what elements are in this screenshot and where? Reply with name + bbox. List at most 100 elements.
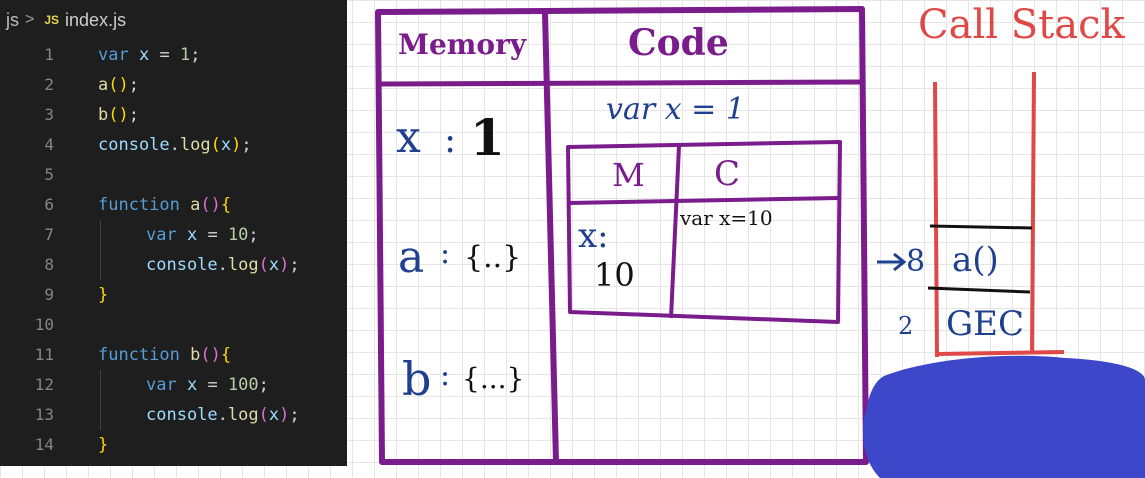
code-token: 100 — [227, 375, 259, 395]
line-number: 5 — [44, 165, 54, 184]
code-token: ; — [128, 75, 139, 95]
code-text: } — [98, 280, 108, 310]
frame-label: a() — [952, 240, 999, 280]
code-token: var — [146, 375, 177, 395]
code-token: console — [146, 255, 218, 275]
code-token: function — [98, 345, 180, 365]
code-token: () — [108, 75, 129, 95]
code-line[interactable]: 4 console.log(x); — [0, 130, 347, 160]
code-token: console — [146, 405, 218, 425]
code-token: console — [98, 135, 170, 155]
code-text: var x = 1; — [98, 40, 200, 70]
code-text: var x = 100; — [146, 370, 269, 400]
code-token: ( — [258, 405, 269, 425]
memory-value: 1 — [470, 108, 505, 167]
line-number: 1 — [44, 45, 54, 64]
global-context-border — [375, 6, 869, 465]
breadcrumb-folder[interactable]: js — [6, 9, 19, 30]
code-line[interactable]: 9} — [0, 280, 347, 310]
code-token: = — [197, 375, 228, 395]
code-token: var — [146, 225, 177, 245]
code-text: } — [98, 430, 108, 460]
global-context-column-divider — [542, 11, 559, 463]
code-token: ; — [248, 225, 259, 245]
line-number: 2 — [44, 75, 54, 94]
line-number: 8 — [44, 255, 54, 274]
global-context-header-divider — [379, 79, 863, 87]
code-line[interactable]: 10 — [0, 310, 347, 340]
code-text: console.log(x); — [146, 250, 300, 280]
code-token: b — [98, 105, 109, 125]
code-token: . — [217, 405, 228, 425]
code-token: } — [98, 285, 109, 305]
code-token: 1 — [179, 45, 191, 65]
indent-guide — [100, 370, 101, 400]
code-token: var — [98, 45, 129, 65]
code-token: ; — [258, 375, 269, 395]
call-stack-bottom — [936, 350, 1065, 356]
code-token: ) — [231, 135, 242, 155]
memory-key: x — [396, 112, 421, 163]
code-token: log — [179, 135, 211, 155]
code-token: { — [220, 195, 232, 215]
function-code-header: C — [714, 154, 741, 194]
function-memory-value: 10 — [594, 256, 635, 294]
indent-guide — [100, 220, 101, 250]
current-frame-arrow-head — [893, 252, 907, 272]
code-token: x — [186, 225, 198, 245]
call-stack-frame-top — [929, 224, 1033, 230]
code-line[interactable]: 8 console.log(x); — [0, 250, 347, 280]
code-token: () — [200, 345, 221, 365]
memory-separator: : — [444, 120, 457, 161]
code-line[interactable]: 14} — [0, 430, 347, 460]
code-line[interactable]: 5 — [0, 160, 347, 190]
scribble-blot — [862, 355, 1145, 478]
function-memory-header: M — [612, 156, 645, 194]
line-number: 12 — [34, 375, 54, 394]
line-number: 11 — [34, 345, 54, 364]
memory-key: a — [398, 232, 425, 283]
code-token: log — [227, 405, 259, 425]
code-token: log — [227, 255, 259, 275]
code-token: = — [149, 45, 180, 65]
breadcrumb-file[interactable]: index.js — [65, 9, 127, 30]
code-line[interactable]: 12 var x = 100; — [0, 370, 347, 400]
code-token: ; — [241, 135, 252, 155]
line-number: 10 — [34, 315, 54, 334]
code-token: () — [108, 105, 129, 125]
memory-value: {...} — [462, 362, 525, 395]
line-number: 14 — [34, 435, 54, 454]
memory-value: {..} — [464, 240, 522, 275]
frame-label: GEC — [946, 304, 1024, 344]
call-stack-left-wall — [933, 81, 939, 358]
code-token: ; — [289, 255, 300, 275]
function-context-column-divider — [669, 145, 681, 319]
code-text: console.log(x); — [98, 130, 252, 160]
line-number: 4 — [44, 135, 54, 154]
function-memory-key: x: — [578, 216, 609, 256]
code-text: b(); — [98, 100, 139, 130]
call-stack-right-wall — [1030, 71, 1036, 353]
line-number: 3 — [44, 105, 54, 124]
memory-header: Memory — [398, 28, 527, 61]
code-token: x — [220, 135, 232, 155]
code-token: a — [190, 195, 201, 215]
code-token: = — [197, 225, 228, 245]
code-token: { — [220, 345, 232, 365]
code-text: console.log(x); — [146, 400, 300, 430]
code-token: () — [200, 195, 221, 215]
code-token: ; — [190, 45, 201, 65]
code-token: . — [217, 255, 228, 275]
code-token: x — [268, 405, 280, 425]
code-line[interactable]: 3 b(); — [0, 100, 347, 130]
line-number: 9 — [44, 285, 54, 304]
code-token: x — [186, 375, 198, 395]
